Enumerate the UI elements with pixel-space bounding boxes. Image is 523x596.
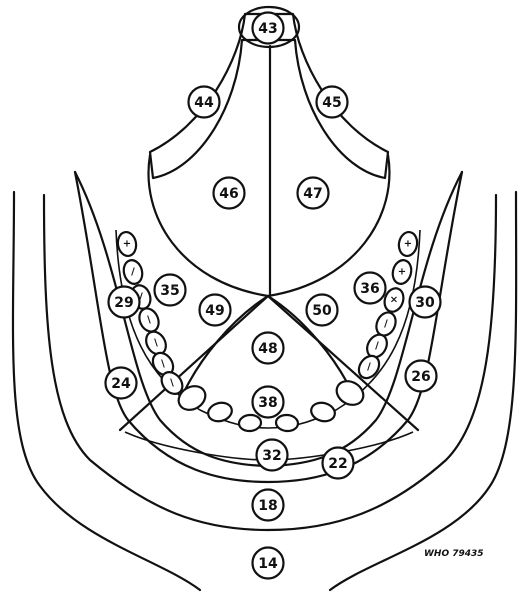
- zone-badge: 24: [106, 368, 137, 399]
- zone-badge: 26: [406, 361, 437, 392]
- zone-badge-label: 35: [160, 283, 179, 299]
- tooth: \: [136, 305, 162, 334]
- tooth-mark: \: [170, 378, 174, 389]
- zone-badge-label: 18: [258, 498, 277, 514]
- tooth: +: [116, 231, 138, 258]
- zone-badge: 49: [200, 295, 231, 326]
- zone-badge-label: 48: [258, 341, 277, 357]
- zone-badge: 35: [155, 275, 186, 306]
- zone-badge: 22: [323, 448, 354, 479]
- tooth-mark: \: [154, 338, 158, 349]
- zone-badge-label: 36: [360, 281, 379, 297]
- zone-badge-label: 49: [205, 303, 224, 319]
- zone-badge-label: 29: [114, 295, 133, 311]
- tooth-mark: \: [161, 359, 165, 370]
- inner-contour-1: [75, 172, 462, 466]
- tooth: /: [121, 258, 145, 286]
- zone-badge-label: 46: [219, 186, 238, 202]
- tooth-mark: /: [384, 319, 388, 330]
- tooth: [206, 400, 234, 424]
- zone-badge: 48: [253, 333, 284, 364]
- zone-badge: 50: [307, 295, 338, 326]
- tooth: [238, 414, 261, 432]
- zone-badge-label: 43: [258, 21, 277, 37]
- tooth-mark: +: [123, 239, 131, 250]
- tooth-outline: [238, 414, 261, 432]
- zone-badge: 45: [317, 87, 348, 118]
- zone-badge-label: 24: [111, 376, 131, 392]
- zone-badge-label: 38: [258, 395, 277, 411]
- reference-code: WHO 79435: [424, 549, 484, 559]
- lower-band-left: [125, 432, 268, 460]
- zone-badge-label: 45: [322, 95, 341, 111]
- zone-badge-label: 30: [415, 295, 435, 311]
- zone-badge-label: 32: [262, 448, 281, 464]
- zone-badge-label: 44: [194, 95, 214, 111]
- tooth-outline: [206, 400, 234, 424]
- tooth-mark: /: [375, 341, 379, 352]
- tooth-mark: +: [398, 267, 406, 278]
- tooth-mark: \: [147, 315, 151, 326]
- tooth-mark: /: [131, 267, 135, 278]
- zone-badge: 14: [253, 548, 284, 579]
- zone-badge: 36: [355, 273, 386, 304]
- zone-badge: 30: [410, 287, 441, 318]
- tooth: +: [390, 258, 414, 286]
- zone-badge: 38: [253, 387, 284, 418]
- zone-badge-label: 50: [312, 303, 332, 319]
- zone-badge-label: 14: [258, 556, 278, 572]
- tooth: [275, 414, 298, 432]
- zone-badge: 44: [189, 87, 220, 118]
- zone-badge-label: 26: [411, 369, 430, 385]
- zone-badge-label: 47: [303, 186, 322, 202]
- tooth-mark: /: [367, 362, 371, 373]
- zone-badge: 32: [257, 440, 288, 471]
- tooth-outline: [275, 414, 298, 432]
- tooth-mark: ×: [390, 295, 398, 306]
- zone-badge: 47: [298, 178, 329, 209]
- zone-badge: 43: [253, 13, 284, 44]
- tooth-mark: +: [404, 239, 412, 250]
- zone-badge: 29: [109, 287, 140, 318]
- tooth: +: [397, 231, 419, 258]
- zone-badge: 46: [214, 178, 245, 209]
- zone-badge-label: 22: [328, 456, 347, 472]
- zone-badge: 18: [253, 490, 284, 521]
